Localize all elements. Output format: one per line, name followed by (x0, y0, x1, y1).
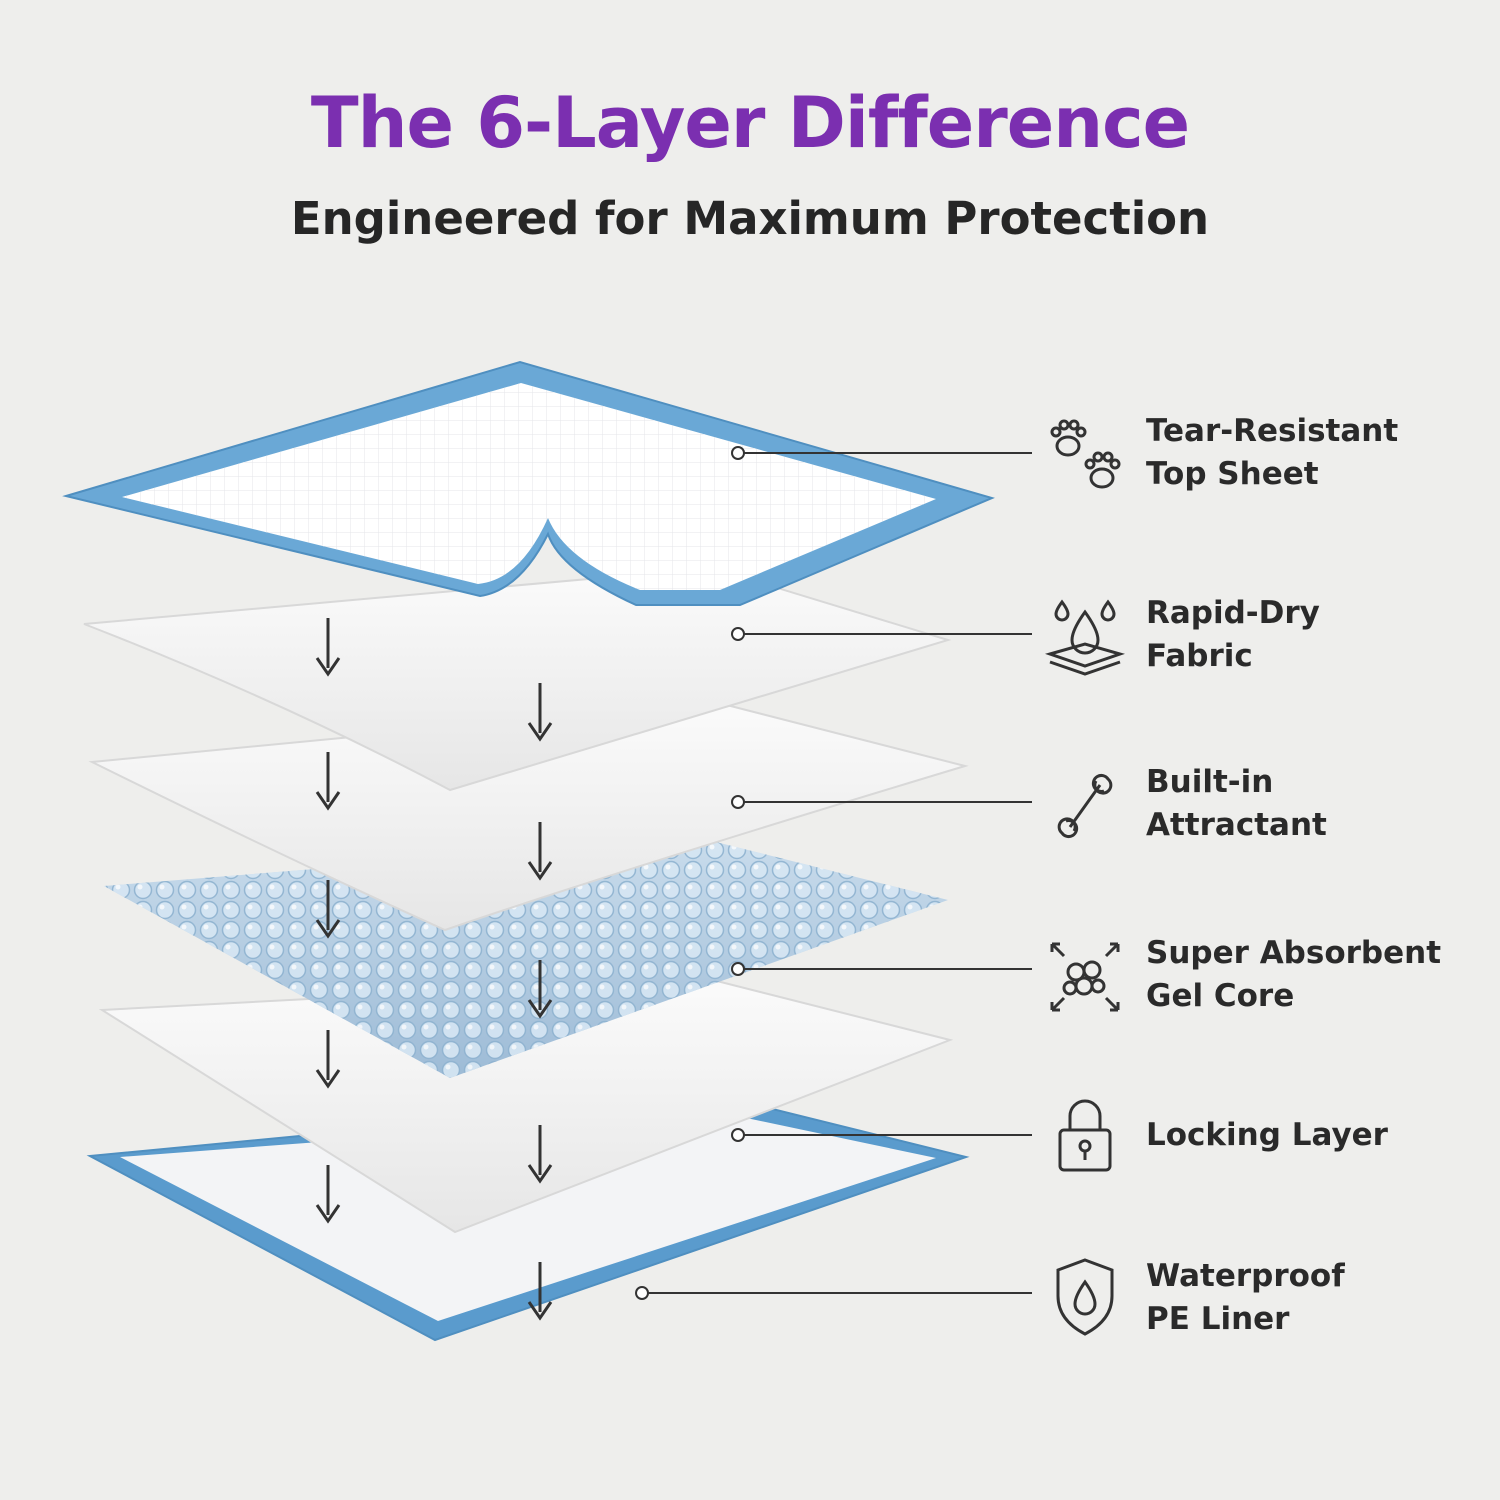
water-drops-icon (1040, 592, 1130, 682)
leader-line-5 (635, 1286, 1032, 1300)
down-arrow-9 (527, 1262, 553, 1321)
gel-core-layer (104, 838, 948, 1078)
page-title: The 6-Layer Difference (310, 82, 1190, 164)
down-arrow-5 (527, 960, 553, 1019)
rapid-dry-layer (83, 566, 952, 792)
down-arrow-3 (527, 822, 553, 881)
leader-line-1 (731, 627, 1032, 641)
paw-prints-icon (1040, 410, 1130, 500)
layer-label-locking: Locking Layer (1146, 1117, 1388, 1153)
gel-beads-icon (1040, 932, 1130, 1022)
leader-line-2 (731, 795, 1032, 809)
down-arrow-6 (315, 1030, 341, 1089)
down-arrow-4 (315, 880, 341, 939)
page-subtitle: Engineered for Maximum Protection (290, 192, 1210, 245)
shield-drop-icon (1040, 1252, 1130, 1342)
leader-line-0 (731, 446, 1032, 460)
leader-line-4 (731, 1128, 1032, 1142)
down-arrow-8 (315, 1165, 341, 1224)
down-arrows (315, 618, 553, 1321)
top-sheet-layer (62, 360, 995, 606)
padlock-icon (1040, 1090, 1130, 1180)
down-arrow-1 (527, 683, 553, 742)
bone-icon (1040, 761, 1130, 851)
leader-line-3 (731, 962, 1032, 976)
down-arrow-7 (527, 1125, 553, 1184)
down-arrow-0 (315, 618, 341, 677)
leader-lines (635, 446, 1032, 1300)
attractant-layer (88, 700, 969, 932)
down-arrow-2 (315, 752, 341, 811)
